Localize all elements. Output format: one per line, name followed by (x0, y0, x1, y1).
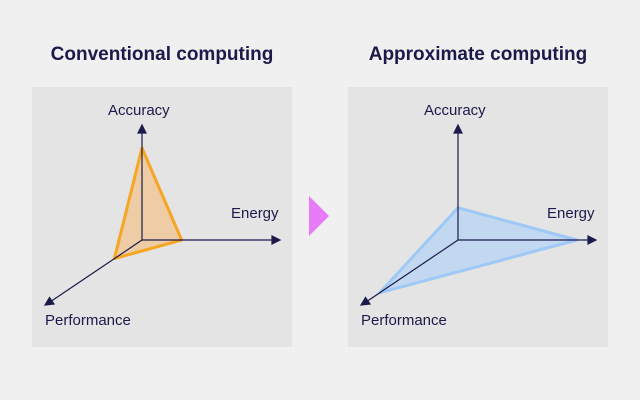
right-axes (359, 123, 598, 306)
left-diagram-panel: Accuracy Energy Performance (32, 87, 292, 347)
left-panel-title: Conventional computing (50, 44, 274, 65)
transition-arrow-icon (309, 196, 329, 236)
right-panel-title: Approximate computing (368, 44, 588, 65)
right-performance-arrowhead (359, 296, 372, 306)
left-accuracy-arrowhead (137, 123, 147, 134)
right-diagram-panel: Accuracy Energy Performance (348, 87, 608, 347)
left-performance-axis (49, 239, 143, 303)
left-energy-arrowhead (271, 235, 282, 245)
right-capability-shape (378, 206, 579, 295)
left-capability-shape (112, 146, 184, 261)
right-accuracy-label: Accuracy (424, 102, 486, 119)
left-accuracy-label: Accuracy (108, 102, 170, 119)
left-axes (43, 123, 282, 306)
left-diagram (43, 123, 282, 306)
left-performance-arrowhead (43, 296, 56, 306)
left-performance-label: Performance (45, 312, 131, 329)
right-energy-arrowhead (587, 235, 598, 245)
right-accuracy-arrowhead (453, 123, 463, 134)
right-performance-label: Performance (361, 312, 447, 329)
right-performance-axis (365, 239, 459, 303)
right-diagram (359, 123, 598, 306)
right-energy-label: Energy (547, 205, 595, 222)
left-energy-label: Energy (231, 205, 279, 222)
